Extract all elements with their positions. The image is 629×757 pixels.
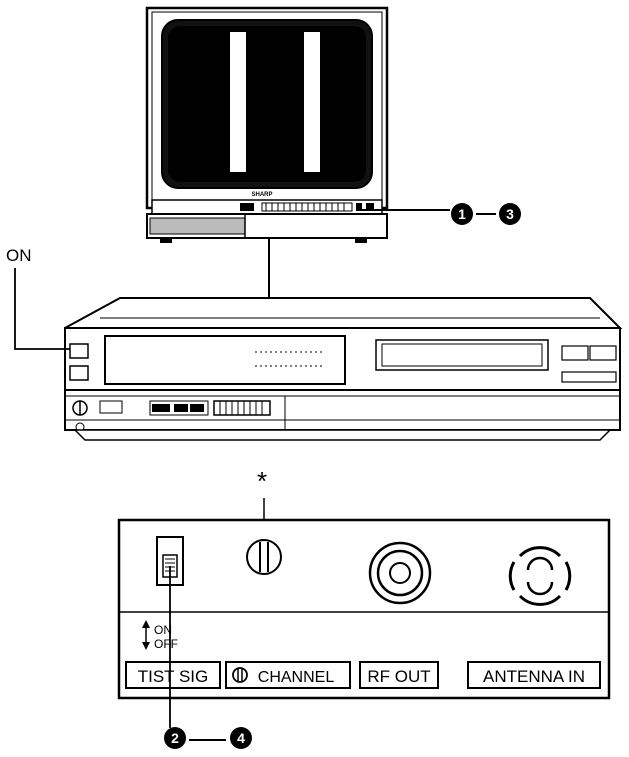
test-sig-label: TIST SIG (138, 667, 209, 686)
rf-out-connector[interactable] (368, 541, 432, 605)
callout-number-3: 3 (506, 206, 514, 222)
test-sig-label-box (125, 661, 221, 689)
antenna-in-connector[interactable] (508, 546, 572, 606)
callout-steps-1-3: 1 3 (362, 203, 521, 225)
callout-number-4: 4 (237, 730, 245, 746)
rf-out-label: RF OUT (367, 667, 430, 686)
tv-control-panel (151, 199, 383, 215)
vcr-display (375, 339, 549, 371)
channel-icon (232, 667, 248, 683)
antenna-in-label: ANTENNA IN (483, 667, 585, 686)
tv-brand-logo: SHARP (251, 192, 272, 198)
vcr-top (64, 297, 623, 329)
test-signal-bar-left (230, 32, 246, 172)
channel-adjust-screw[interactable] (246, 539, 282, 575)
asterisk-marker: * (257, 466, 267, 496)
power-on-label: ON (6, 246, 32, 265)
antenna-in-label-box (467, 661, 601, 689)
power-on-pointer: ON (6, 246, 70, 350)
television: SHARP (145, 6, 389, 243)
channel-label: CHANNEL (258, 669, 335, 686)
vcr-deck (64, 297, 623, 441)
cassette-door (104, 335, 346, 385)
switch-on-label: ON (154, 623, 172, 637)
rf-out-label-box (359, 661, 439, 689)
vcr-eject-button[interactable] (69, 365, 89, 381)
on-off-indicator: ON OFF (142, 620, 178, 651)
vcr-button-3[interactable] (561, 371, 617, 383)
vcr-button-2[interactable] (589, 345, 617, 361)
vcr-power-button[interactable] (69, 343, 89, 359)
rear-panel: ON OFF TIST SIG CHANNEL RF OUT ANTENNA I… (117, 518, 611, 700)
vcr-button-1[interactable] (561, 345, 589, 361)
callout-steps-2-4: 2 4 (164, 566, 252, 749)
callout-number-1: 1 (458, 206, 466, 222)
switch-off-label: OFF (154, 637, 178, 651)
test-signal-bar-right (304, 32, 320, 172)
callout-number-2: 2 (171, 730, 179, 746)
